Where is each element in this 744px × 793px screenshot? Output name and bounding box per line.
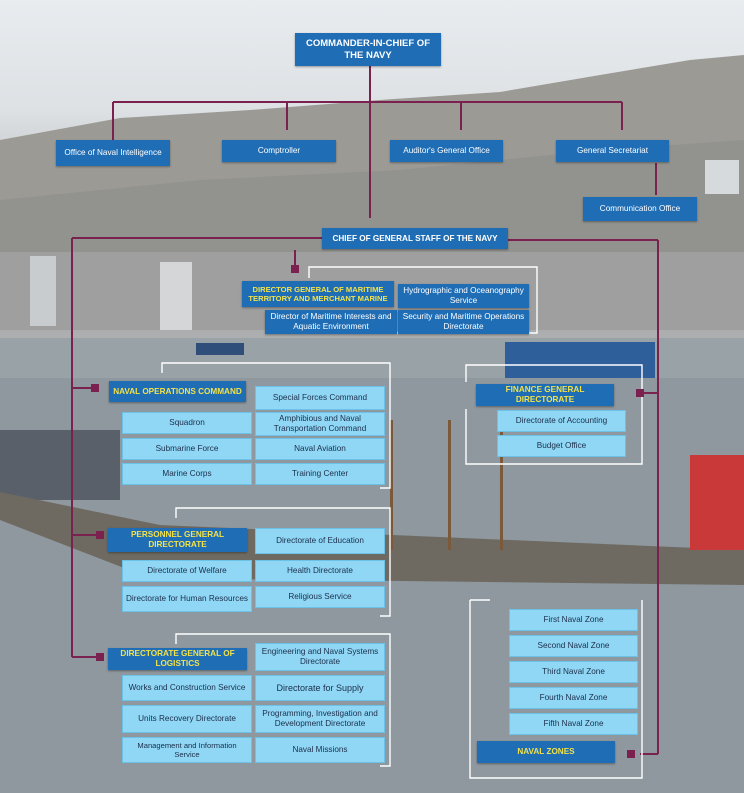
maritime-interests-box: Director of Maritime Interests and Aquat… bbox=[265, 310, 397, 334]
amphibious-transport-box: Amphibious and Naval Transportation Comm… bbox=[255, 412, 385, 436]
logistics-marker bbox=[96, 653, 104, 661]
naval-zones-head: NAVAL ZONES bbox=[477, 741, 615, 763]
directorate-human-resources-box: Directorate for Human Resources bbox=[122, 586, 252, 612]
second-naval-zone-box: Second Naval Zone bbox=[509, 635, 638, 657]
logistics-directorate-head: DIRECTORATE GENERAL OF LOGISTICS bbox=[108, 648, 247, 670]
finance-directorate-head: FINANCE GENERAL DIRECTORATE bbox=[476, 384, 614, 406]
chief-general-staff-box: CHIEF OF GENERAL STAFF OF THE NAVY bbox=[322, 228, 508, 249]
auditors-general-office-box: Auditor's General Office bbox=[390, 140, 503, 162]
training-center-box: Training Center bbox=[255, 463, 385, 485]
fifth-naval-zone-box: Fifth Naval Zone bbox=[509, 713, 638, 735]
naval-ops-marker bbox=[91, 384, 99, 392]
engineering-naval-systems-box: Engineering and Naval Systems Directorat… bbox=[255, 643, 385, 671]
third-naval-zone-box: Third Naval Zone bbox=[509, 661, 638, 683]
religious-service-box: Religious Service bbox=[255, 586, 385, 608]
directorate-accounting-box: Directorate of Accounting bbox=[497, 410, 626, 432]
naval-missions-box: Naval Missions bbox=[255, 737, 385, 763]
health-directorate-box: Health Directorate bbox=[255, 560, 385, 582]
naval-ops-command-head: NAVAL OPERATIONS COMMAND bbox=[109, 381, 246, 402]
directorate-welfare-box: Directorate of Welfare bbox=[122, 560, 252, 582]
maritime-marker bbox=[291, 265, 299, 273]
security-maritime-ops-box: Security and Maritime Operations Directo… bbox=[398, 310, 529, 334]
budget-office-box: Budget Office bbox=[497, 435, 626, 457]
submarine-force-box: Submarine Force bbox=[122, 438, 252, 460]
directorate-supply-box: Directorate for Supply bbox=[255, 675, 385, 701]
programming-investigation-box: Programming, Investigation and Developme… bbox=[255, 705, 385, 733]
fourth-naval-zone-box: Fourth Naval Zone bbox=[509, 687, 638, 709]
management-information-box: Management and Information Service bbox=[122, 737, 252, 763]
personnel-directorate-head: PERSONNEL GENERAL DIRECTORATE bbox=[108, 528, 247, 552]
naval-zones-marker bbox=[627, 750, 635, 758]
hydrographic-service-box: Hydrographic and Oceanography Service bbox=[398, 284, 529, 308]
directorate-education-box: Directorate of Education bbox=[255, 528, 385, 554]
marine-corps-box: Marine Corps bbox=[122, 463, 252, 485]
works-construction-box: Works and Construction Service bbox=[122, 675, 252, 701]
office-naval-intelligence-box: Office of Naval Intelligence bbox=[56, 140, 170, 166]
personnel-marker bbox=[96, 531, 104, 539]
maritime-director-head: DIRECTOR GENERAL OF MARITIME TERRITORY A… bbox=[242, 281, 394, 307]
naval-aviation-box: Naval Aviation bbox=[255, 438, 385, 460]
first-naval-zone-box: First Naval Zone bbox=[509, 609, 638, 631]
commander-in-chief-box: COMMANDER-IN-CHIEF OF THE NAVY bbox=[295, 33, 441, 66]
units-recovery-box: Units Recovery Directorate bbox=[122, 705, 252, 733]
squadron-box: Squadron bbox=[122, 412, 252, 434]
special-forces-command-box: Special Forces Command bbox=[255, 386, 385, 410]
communication-office-box: Communication Office bbox=[583, 197, 697, 221]
finance-marker bbox=[636, 389, 644, 397]
general-secretariat-box: General Secretariat bbox=[556, 140, 669, 162]
comptroller-box: Comptroller bbox=[222, 140, 336, 162]
